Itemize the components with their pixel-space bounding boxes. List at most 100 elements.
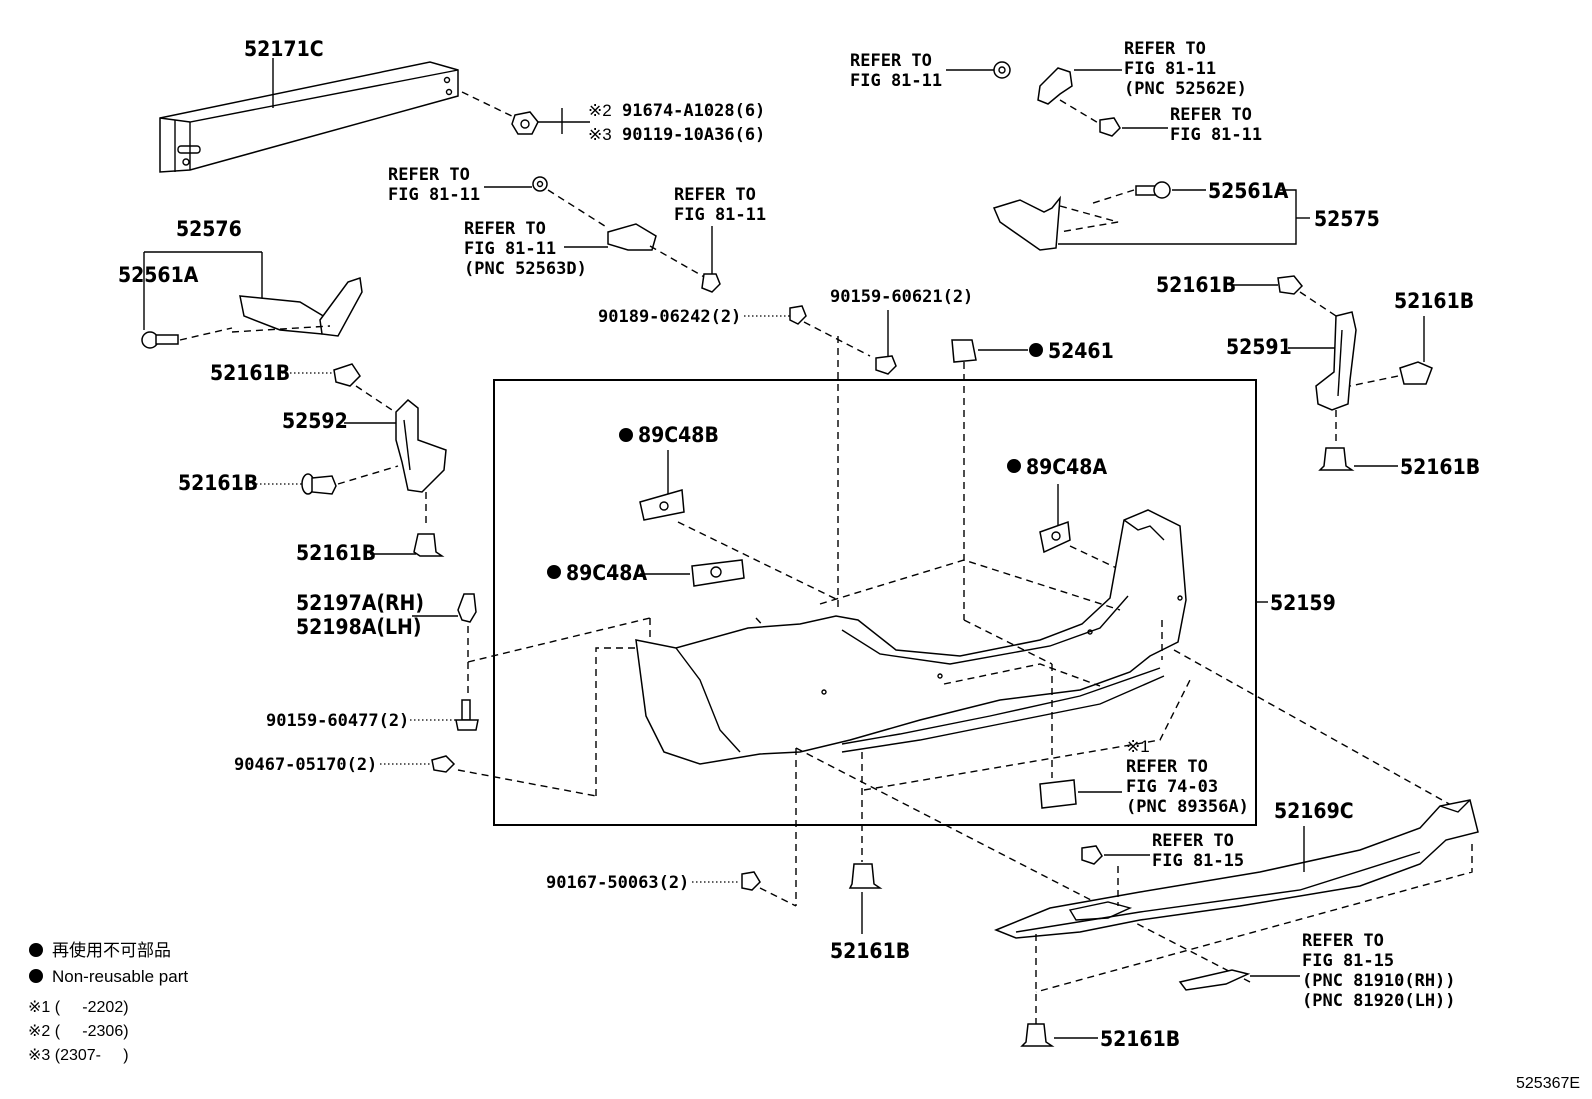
label-pnc-81910: (PNC 81910(RH)) — [1302, 971, 1456, 991]
label-90159-60477: 90159-60477(2) — [266, 711, 409, 731]
bolt-90159-60477-icon — [455, 699, 479, 731]
clip-52161B-b-icon — [301, 473, 337, 495]
label-refer-74-03-line2: FIG 74-03 — [1126, 777, 1218, 797]
label-52561A-left: 52561A — [118, 263, 199, 287]
label-refer-52563D-line1: REFER TO — [464, 219, 546, 239]
label-refer-81-15-a-line2: FIG 81-15 — [1152, 851, 1244, 871]
label-89C48B: 89C48B — [638, 423, 719, 447]
rear-bumper-cover-drawing — [635, 509, 1187, 765]
label-refer-81-15-b-line1: REFER TO — [1302, 931, 1384, 951]
non-reusable-dot-52461 — [1029, 343, 1043, 357]
nut-91674-icon — [511, 111, 539, 135]
label-89C48A-right: 89C48A — [1026, 455, 1107, 479]
non-reusable-dot-89C48A-right — [1007, 459, 1021, 473]
reflector-81910-icon — [1178, 969, 1251, 991]
label-pnc-52563D: (PNC 52563D) — [464, 259, 587, 279]
label-refer-81-11-b-line1: REFER TO — [674, 185, 756, 205]
label-52161B-r3: 52161B — [1400, 455, 1480, 479]
label-refer-81-11-d-line1: REFER TO — [1170, 105, 1252, 125]
bolt-52561A-left-icon — [141, 331, 179, 349]
label-pnc-52562E: (PNC 52562E) — [1124, 79, 1247, 99]
bumper-reinforcement-drawing — [159, 61, 459, 173]
legend-dot-en — [29, 969, 43, 983]
plate-89356A-icon — [1039, 779, 1077, 809]
figure-code: 525367E — [1516, 1075, 1580, 1092]
label-52575: 52575 — [1314, 207, 1380, 231]
label-refer-52562E-line2: FIG 81-11 — [1124, 59, 1216, 79]
grommet-81-11-a-icon — [532, 176, 548, 192]
label-refer-52562E-line1: REFER TO — [1124, 39, 1206, 59]
bolt-90159-60621-icon — [875, 355, 897, 375]
note2-mark-91674: ※2 — [588, 101, 612, 120]
label-52197A: 52197A(RH) — [296, 591, 424, 615]
non-reusable-dot-89C48A-left — [547, 565, 561, 579]
bolt-52561A-right-icon — [1135, 181, 1171, 199]
label-refer-74-03-line1: REFER TO — [1126, 757, 1208, 777]
label-refer-81-15-b-line2: FIG 81-15 — [1302, 951, 1394, 971]
retainer-52576-drawing — [231, 277, 363, 337]
clip-52161B-r3-icon — [1318, 447, 1355, 471]
label-pnc-81920: (PNC 81920(LH)) — [1302, 991, 1456, 1011]
label-52169C: 52169C — [1274, 799, 1354, 823]
nut-90167-icon — [741, 871, 761, 891]
retainer-52575-drawing — [992, 195, 1119, 251]
clip-52161B-c-icon — [413, 533, 445, 557]
nut-81-11-d-icon — [1099, 117, 1121, 137]
clip-90467-icon — [431, 755, 456, 773]
rear-diffuser-52169C-drawing — [993, 799, 1479, 939]
label-52159: 52159 — [1270, 591, 1336, 615]
note3-mark-90119: ※3 — [588, 125, 612, 144]
label-52171C: 52171C — [244, 37, 324, 61]
clip-52161B-a-icon — [333, 363, 361, 387]
label-refer-81-11-c-line1: REFER TO — [850, 51, 932, 71]
label-52161B-br: 52161B — [1100, 1027, 1180, 1051]
bracket-89C48A-right-icon — [1039, 520, 1071, 554]
bracket-52563D-drawing — [607, 223, 657, 251]
label-52591: 52591 — [1226, 335, 1292, 359]
label-90189-06242: 90189-06242(2) — [598, 307, 741, 327]
label-52461: 52461 — [1048, 339, 1114, 363]
clip-52161B-bottom-icon — [848, 863, 883, 889]
label-52161B-r2: 52161B — [1394, 289, 1474, 313]
label-52576: 52576 — [176, 217, 242, 241]
legend-note2: ※2 ( -2306) — [28, 1023, 129, 1040]
clip-52161B-r2-icon — [1399, 361, 1433, 385]
legend-dot-jp — [29, 943, 43, 957]
label-52161B-r1: 52161B — [1156, 273, 1236, 297]
label-52161B-c: 52161B — [296, 541, 376, 565]
label-refer-81-11-a-line2: FIG 81-11 — [388, 185, 480, 205]
bracket-89C48B-icon — [639, 489, 685, 521]
bracket-89C48A-left-icon — [691, 559, 745, 587]
label-refer-81-11-c-line2: FIG 81-11 — [850, 71, 942, 91]
label-52161B-b: 52161B — [178, 471, 258, 495]
legend-note1: ※1 ( -2202) — [28, 999, 129, 1016]
label-pnc-89356A: (PNC 89356A) — [1126, 797, 1249, 817]
grommet-81-11-c-icon — [993, 61, 1011, 79]
clip-52161B-r1-icon — [1277, 275, 1304, 295]
nut-81-15-icon — [1081, 845, 1103, 865]
bracket-52592-drawing — [395, 398, 447, 493]
label-90467-05170: 90467-05170(2) — [234, 755, 377, 775]
cap-52461-icon — [951, 339, 977, 363]
legend-note3: ※3 (2307- ) — [28, 1047, 129, 1064]
label-52592: 52592 — [282, 409, 348, 433]
clip-52161B-br-icon — [1020, 1023, 1055, 1047]
label-89C48A-left: 89C48A — [566, 561, 647, 585]
label-90119-10A36: 90119-10A36(6) — [622, 125, 765, 145]
nut-90189-icon — [789, 305, 807, 325]
label-refer-81-11-b-line2: FIG 81-11 — [674, 205, 766, 225]
label-refer-52563D-line2: FIG 81-11 — [464, 239, 556, 259]
label-refer-81-11-d-line2: FIG 81-11 — [1170, 125, 1262, 145]
label-52561A-right: 52561A — [1208, 179, 1289, 203]
clip-52197A-icon — [457, 593, 477, 623]
legend: 再使用不可部品 Non-reusable part ※1 ( -2202) ※2… — [28, 940, 188, 1064]
label-91674-A1028: 91674-A1028(6) — [622, 101, 765, 121]
legend-en: Non-reusable part — [52, 967, 188, 986]
legend-jp: 再使用不可部品 — [52, 940, 171, 960]
label-52161B-a: 52161B — [210, 361, 290, 385]
label-refer-81-15-a-line1: REFER TO — [1152, 831, 1234, 851]
nut-81-11-b-icon — [701, 273, 721, 293]
label-52198A: 52198A(LH) — [296, 615, 421, 639]
label-refer-81-11-a-line1: REFER TO — [388, 165, 470, 185]
